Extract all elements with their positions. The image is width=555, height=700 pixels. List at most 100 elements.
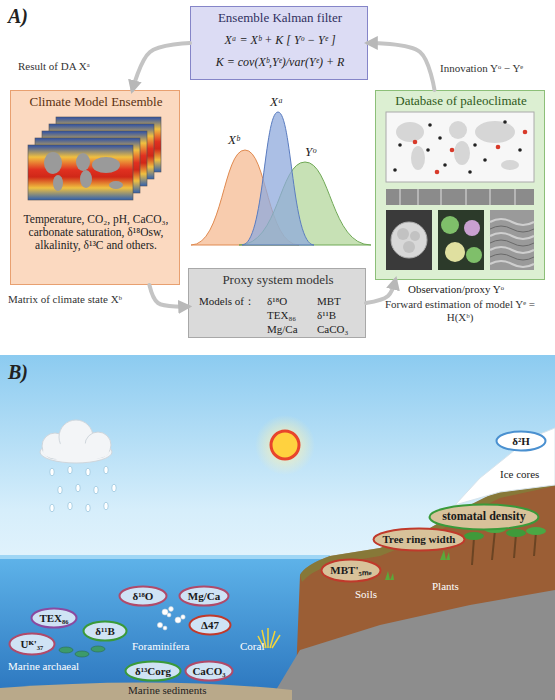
proxy-name: TEX₈₆ xyxy=(30,607,78,629)
foraminifera-shells xyxy=(169,607,174,612)
proxy-site-map xyxy=(518,148,522,152)
proxy-site-map xyxy=(496,145,501,150)
proxy-site-map xyxy=(503,120,507,124)
proxy-site-map xyxy=(396,122,424,142)
rain-drops xyxy=(68,502,72,510)
foraminifera-shells xyxy=(167,613,171,617)
proxy-name: CaCO₃ xyxy=(184,660,234,682)
sediment-core-strip xyxy=(400,189,515,205)
archaea xyxy=(59,647,73,653)
annotation-label: Soils xyxy=(355,588,377,601)
rain-drops xyxy=(76,484,80,492)
annotation-label: Ice cores xyxy=(500,468,539,481)
trees xyxy=(506,529,526,537)
analysis-curve xyxy=(242,112,314,245)
rain-drops xyxy=(50,468,54,476)
coccolith-photo xyxy=(466,247,482,263)
foraminifera-shells xyxy=(157,607,185,630)
coral xyxy=(258,628,280,648)
annotation-label: Xᵃ xyxy=(270,94,283,110)
proxy-site-map xyxy=(438,136,442,140)
soil-top xyxy=(300,478,555,582)
box-title: Proxy system models xyxy=(189,273,367,288)
foraminifera-shells xyxy=(175,617,181,623)
proxy-name: δ¹³Corg xyxy=(124,660,182,682)
archaea xyxy=(59,646,105,657)
model-ensemble-maps xyxy=(49,124,154,179)
rain-drops xyxy=(58,486,62,494)
process-box: Proxy system modelsModels of：δ¹⁸OMBTTEX₈… xyxy=(188,268,366,338)
rain-drops xyxy=(94,486,98,494)
annotation-label: Foraminifera xyxy=(132,640,189,653)
annotation-label: Plants xyxy=(432,580,459,593)
proxy-site-map xyxy=(428,123,432,127)
proxy-oval: Δ47 xyxy=(188,614,232,636)
proxy-site-map xyxy=(411,146,425,170)
proxy-oval: stomatal density xyxy=(428,503,540,531)
foraminifera-photo xyxy=(386,210,432,270)
tree-ring-photo xyxy=(490,219,534,267)
model-ensemble-maps xyxy=(42,131,147,186)
proxy-site-map xyxy=(443,163,447,167)
edge-label: Innovation Yᵒ − Yᵉ xyxy=(440,62,550,75)
cloud xyxy=(40,420,112,463)
proxy-site-map xyxy=(468,170,472,174)
annotation-label: Yᵒ xyxy=(305,144,316,160)
model-ensemble-maps xyxy=(56,117,161,172)
rain-drops xyxy=(50,466,116,512)
proxy-oval: MBT'₅ₘₑ xyxy=(320,558,382,583)
box-text: Temperature, CO₂, pH, CaCO₃, carbonate s… xyxy=(17,213,175,253)
box-text: MBT xyxy=(317,295,341,308)
coccolith-photo xyxy=(445,242,465,262)
gaussian-curves xyxy=(191,112,371,245)
annotation-label: Coral xyxy=(240,640,264,653)
sun xyxy=(271,431,299,459)
proxy-name: Tree ring width xyxy=(372,527,466,552)
trees xyxy=(526,527,546,535)
archaea xyxy=(91,646,105,652)
proxy-oval: Mg/Ca xyxy=(178,585,230,607)
rain-drops xyxy=(86,504,90,512)
trees xyxy=(472,538,474,565)
panel-label: A) xyxy=(8,4,28,28)
proxy-site-map xyxy=(413,140,418,145)
process-box: Database of paleoclimate xyxy=(375,90,545,280)
proxy-oval: CaCO₃ xyxy=(184,660,234,682)
proxy-site-map xyxy=(393,120,522,174)
proxy-name: stomatal density xyxy=(428,503,540,531)
trees xyxy=(514,534,516,558)
proxy-oval: Uᴷ'₃₇ xyxy=(8,632,56,656)
proxy-site-map xyxy=(449,121,467,139)
cycle-arrow xyxy=(368,43,435,90)
model-ensemble-maps xyxy=(35,138,140,193)
trees xyxy=(534,532,536,556)
box-text: Models of： xyxy=(199,295,255,308)
tree-ring-photo xyxy=(490,210,534,270)
proxy-name: Mg/Ca xyxy=(178,585,230,607)
proxy-site-map xyxy=(501,160,519,170)
sea-floor xyxy=(0,682,292,700)
proxy-site-map xyxy=(386,112,534,182)
coccolith-photo xyxy=(441,216,459,234)
box-title: Database of paleoclimate xyxy=(376,94,546,109)
tree-ring-photo xyxy=(490,210,534,270)
rain-drops xyxy=(104,466,108,474)
box-text: TEX₈₆ xyxy=(267,309,296,322)
model-ensemble-maps xyxy=(28,145,133,200)
proxy-site-map xyxy=(475,121,515,143)
proxy-oval: Tree ring width xyxy=(372,527,466,552)
scene-panel-b xyxy=(0,355,555,700)
foraminifera-shells xyxy=(163,626,167,630)
annotation-label: Observation/proxy Yᵒ xyxy=(408,283,504,296)
foraminifera-photo xyxy=(397,228,409,240)
process-box: Climate Model EnsembleTemperature, CO₂, … xyxy=(10,90,180,285)
proxy-name: δ¹¹B xyxy=(82,620,128,642)
trees xyxy=(385,571,394,580)
cloud xyxy=(43,443,109,461)
panel-label: B) xyxy=(8,360,28,384)
box-text: Xᵃ = Xᵇ + K [ Yᵒ − Yᵉ ] xyxy=(191,34,369,48)
box-title: Ensemble Kalman filter xyxy=(191,11,369,26)
box-title: Climate Model Ensemble xyxy=(11,95,181,110)
